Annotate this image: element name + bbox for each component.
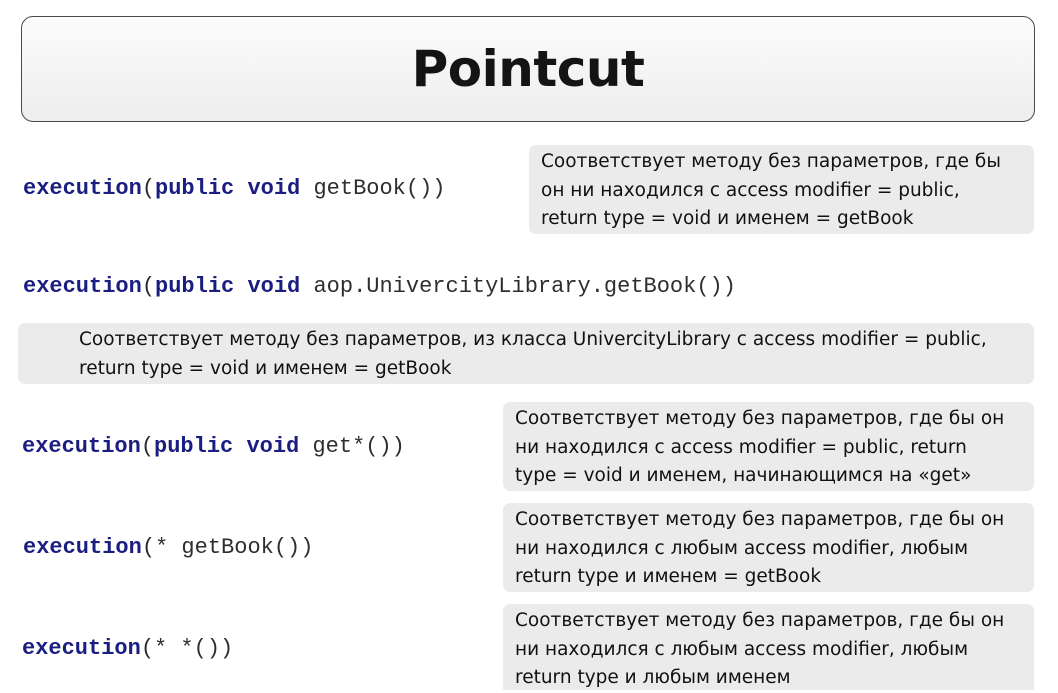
execution-keyword: execution [22, 434, 141, 459]
note-line: return type = void и именем = getBook [541, 208, 914, 229]
open-paren: ( [141, 535, 156, 560]
method-signature: * *()) [154, 636, 234, 661]
execution-keyword: execution [23, 176, 142, 201]
pointcut-expression-5: execution(* *()) [22, 638, 233, 660]
description-note-5: Соответствует методу без параметров, где… [503, 604, 1034, 690]
note-line: ни находился с любым access modifier, лю… [515, 638, 969, 660]
pointcut-expression-1: execution(public void getBook()) [23, 178, 446, 200]
note-line: Соответствует методу без параметров, из … [79, 329, 987, 350]
execution-keyword: execution [23, 535, 142, 560]
method-signature: aop.UnivercityLibrary.getBook()) [300, 274, 736, 299]
note-line: ни находился с любым access modifier, лю… [515, 537, 969, 559]
modifier-keywords: public void [155, 176, 301, 201]
description-note-1: Соответствует методу без параметров, где… [529, 145, 1034, 234]
note-line: type = void и именем, начинающимся на «g… [515, 465, 972, 486]
method-signature: get*()) [299, 434, 405, 459]
open-paren: ( [141, 176, 156, 201]
note-line: Соответствует методу без параметров, где… [515, 408, 1005, 429]
pointcut-expression-3: execution(public void get*()) [22, 436, 405, 458]
open-paren: ( [140, 434, 155, 459]
description-note-3: Соответствует методу без параметров, где… [503, 402, 1034, 491]
method-signature: getBook()) [300, 176, 446, 201]
pointcut-expression-2: execution(public void aop.UnivercityLibr… [23, 276, 736, 298]
description-note-2: Соответствует методу без параметров, из … [18, 323, 1034, 384]
note-line: return type и именем = getBook [515, 566, 822, 587]
note-line: Соответствует методу без параметров, где… [515, 509, 1005, 530]
page-title: Pointcut [411, 40, 645, 98]
description-note-4: Соответствует методу без параметров, где… [503, 503, 1034, 592]
open-paren: ( [141, 274, 156, 299]
modifier-keywords: public void [154, 434, 300, 459]
pointcut-expression-4: execution(* getBook()) [23, 537, 313, 559]
note-line: return type = void и именем = getBook [79, 357, 452, 379]
title-banner: Pointcut [21, 16, 1035, 122]
execution-keyword: execution [23, 274, 142, 299]
open-paren: ( [140, 636, 155, 661]
method-signature: * getBook()) [155, 535, 314, 560]
modifier-keywords: public void [155, 274, 301, 299]
note-line: он ни находился с access modifier = publ… [541, 179, 960, 201]
note-line: Соответствует методу без параметров, где… [515, 610, 1005, 631]
execution-keyword: execution [22, 636, 141, 661]
note-line: return type и любым именем [515, 667, 791, 688]
note-line: ни находился с access modifier = public,… [515, 436, 967, 458]
note-line: Соответствует методу без параметров, где… [541, 151, 1001, 172]
